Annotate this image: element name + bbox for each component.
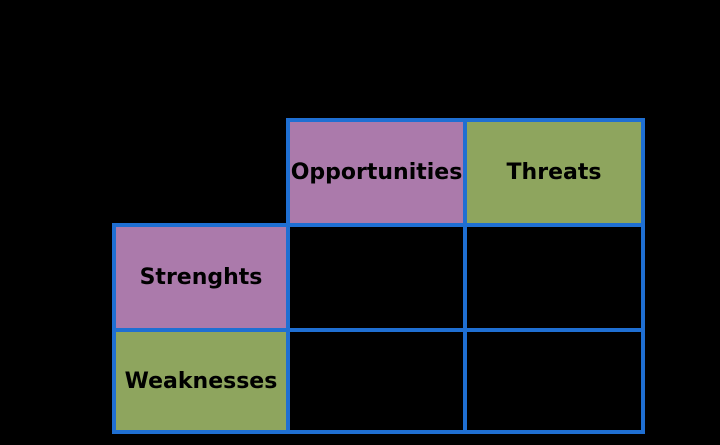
- cell-weaknesses-threats: [463, 328, 645, 434]
- swot-table: Opportunities Threats Strenghts Weakness…: [112, 118, 645, 434]
- swot-matrix: Opportunities Threats Strenghts Weakness…: [112, 118, 645, 434]
- col-header-threats: Threats: [463, 118, 645, 227]
- cell-strengths-threats: [463, 223, 645, 332]
- cell-weaknesses-opportunities: [286, 328, 467, 434]
- row-header-weaknesses: Weaknesses: [112, 328, 290, 434]
- col-header-opportunities: Opportunities: [286, 118, 467, 227]
- corner-cell: [114, 120, 288, 225]
- row-header-strengths: Strenghts: [112, 223, 290, 332]
- cell-strengths-opportunities: [286, 223, 467, 332]
